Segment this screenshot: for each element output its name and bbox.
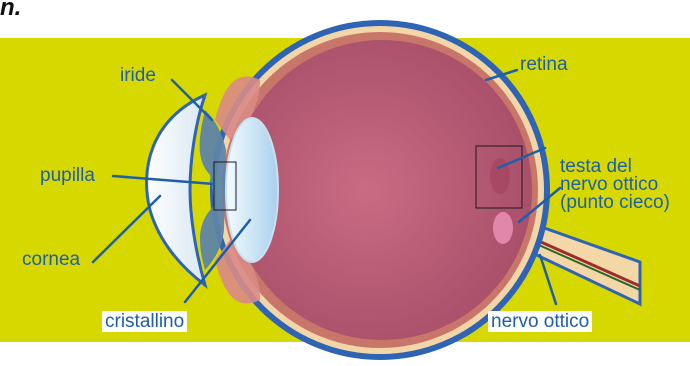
optic-disc [493,212,513,244]
label-pupilla: pupilla [40,166,95,185]
label-retina: retina [520,55,568,74]
label-nervo-ottico: nervo ottico [488,311,592,332]
label-iride: iride [120,66,156,85]
label-testa-del-nervo-ottico: testa del nervo ottico (punto cieco) [560,158,670,212]
label-cornea: cornea [22,250,80,269]
title-fragment: n. [0,0,21,22]
label-cristallino: cristallino [102,311,187,332]
